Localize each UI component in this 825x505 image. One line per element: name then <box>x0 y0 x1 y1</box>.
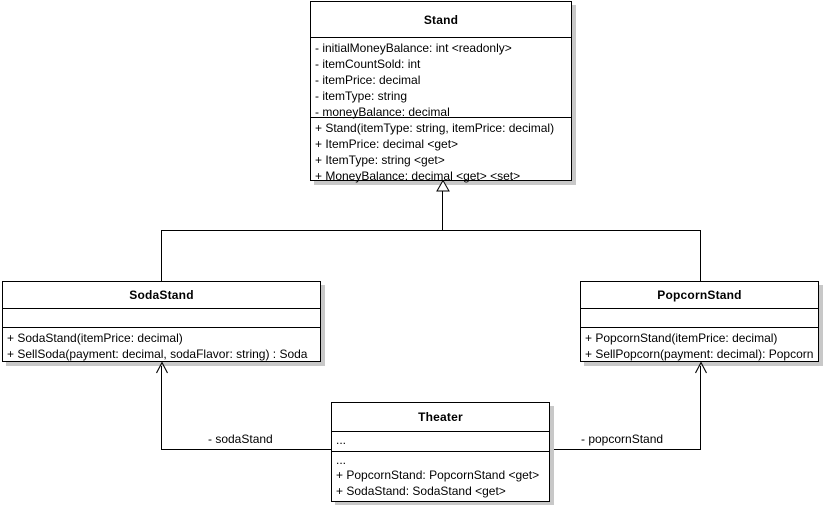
association-riser-sodastand <box>161 362 162 450</box>
association-arrowhead-sodastand-icon <box>154 361 170 374</box>
class-attributes-theater: ... <box>332 431 549 451</box>
generalization-stem <box>442 180 443 231</box>
operation-row: + Stand(itemType: string, itemPrice: dec… <box>315 121 555 135</box>
operation-row: + SodaStand(itemPrice: decimal) <box>7 331 183 345</box>
operation-row: + ItemType: string <get> <box>315 153 445 167</box>
operation-row: + ItemPrice: decimal <get> <box>315 137 459 151</box>
attribute-row: - moneyBalance: decimal <box>315 105 450 119</box>
class-operations-stand: + Stand(itemType: string, itemPrice: dec… <box>311 117 571 183</box>
association-line-theater-sodastand <box>161 449 332 450</box>
operation-row: + PopcornStand(itemPrice: decimal) <box>585 331 778 345</box>
class-operations-popcornstand: + PopcornStand(itemPrice: decimal) + Sel… <box>581 327 818 361</box>
generalization-drop-sodastand <box>161 230 162 281</box>
class-box-stand[interactable]: Stand - initialMoneyBalance: int <readon… <box>310 1 572 183</box>
class-title-popcornstand: PopcornStand <box>657 288 742 302</box>
association-label-popcornstand: - popcornStand <box>578 432 667 446</box>
class-box-theater[interactable]: Theater ... ... + PopcornStand: PopcornS… <box>331 402 550 502</box>
operation-row: + MoneyBalance: decimal <get> <set> <box>315 169 521 183</box>
association-riser-popcornstand <box>700 362 701 450</box>
class-attributes-popcornstand <box>581 308 818 327</box>
association-arrowhead-popcornstand-icon <box>693 361 709 374</box>
class-attributes-stand: - initialMoneyBalance: int <readonly> - … <box>311 37 571 119</box>
class-operations-sodastand: + SodaStand(itemPrice: decimal) + SellSo… <box>3 327 320 361</box>
generalization-crossbar <box>161 230 701 231</box>
class-operations-theater: ... + PopcornStand: PopcornStand <get> +… <box>332 451 549 501</box>
class-title-sodastand: SodaStand <box>129 288 194 302</box>
class-attributes-sodastand <box>3 308 320 327</box>
attribute-row: - initialMoneyBalance: int <readonly> <box>315 41 512 55</box>
class-title-theater: Theater <box>418 410 463 424</box>
association-line-theater-popcornstand <box>550 449 701 450</box>
operation-row: + PopcornStand: PopcornStand <get> <box>336 468 540 482</box>
class-box-popcornstand[interactable]: PopcornStand + PopcornStand(itemPrice: d… <box>580 281 819 362</box>
operation-row: + SellSoda(payment: decimal, sodaFlavor:… <box>7 347 308 361</box>
class-box-sodastand[interactable]: SodaStand + SodaStand(itemPrice: decimal… <box>2 281 321 362</box>
attribute-row: - itemType: string <box>315 89 408 103</box>
attribute-row: ... <box>336 433 347 447</box>
class-title-stand: Stand <box>423 12 459 27</box>
operation-row: + SellPopcorn(payment: decimal): Popcorn <box>585 347 814 361</box>
operation-row: + SodaStand: SodaStand <get> <box>336 484 506 498</box>
attribute-row: - itemCountSold: int <box>315 57 421 71</box>
operation-row: ... <box>336 453 347 467</box>
attribute-row: - itemPrice: decimal <box>315 73 421 87</box>
generalization-drop-popcornstand <box>700 230 701 281</box>
association-label-sodastand: - sodaStand <box>205 432 276 446</box>
